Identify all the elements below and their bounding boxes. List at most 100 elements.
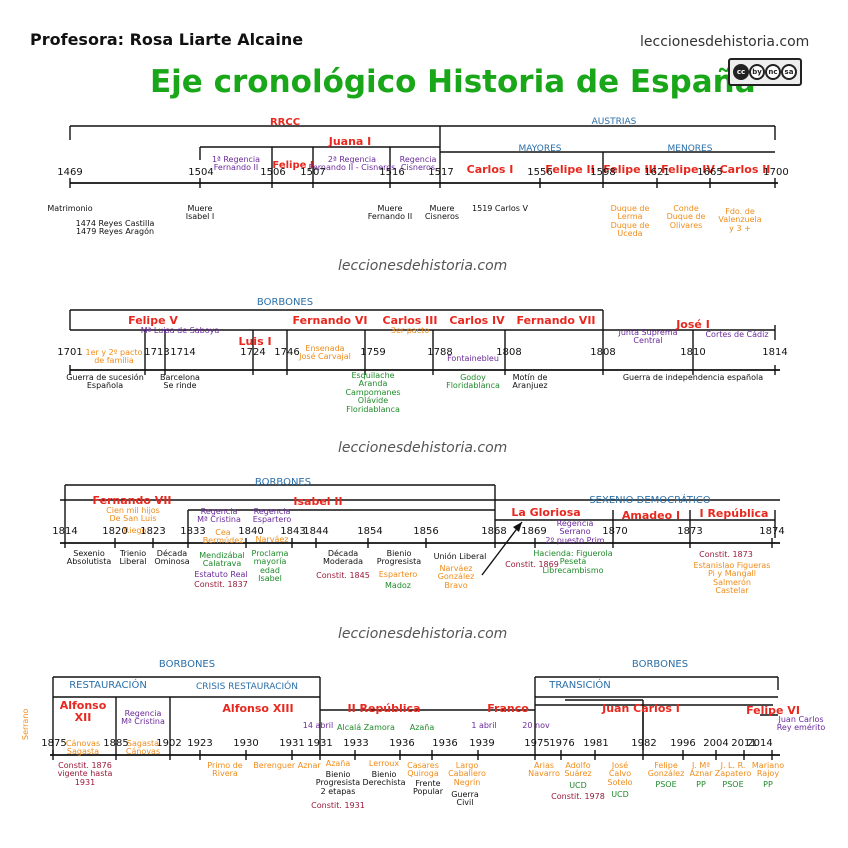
event-note: Estatuto Real: [194, 570, 248, 579]
minister-note: Berenguer Aznar: [253, 761, 321, 770]
site-name: leccionesdehistoria.com: [640, 34, 810, 50]
reign-label: Amadeo I: [621, 509, 681, 522]
reign-label: Juan Carlos I: [602, 702, 680, 715]
year-label: 1875: [41, 738, 67, 749]
minister-note: Azaña: [409, 723, 435, 732]
minister-note: Madoz: [385, 581, 411, 590]
year-label: 1814: [762, 347, 788, 358]
author-heading: Profesora: Rosa Liarte Alcaine: [30, 30, 304, 49]
date-note: 14 abril: [302, 721, 334, 730]
reign-label: Isabel II: [293, 495, 343, 508]
year-label: 1869: [521, 526, 547, 537]
reign-label: La Gloriosa: [511, 506, 581, 519]
constitution-note: Constit. 1978: [551, 792, 605, 801]
watermark: leccionesdehistoria.com: [338, 440, 508, 456]
year-label: 1930: [233, 738, 259, 749]
year-label: 1621: [644, 167, 670, 178]
year-label: 1931: [307, 738, 333, 749]
year-label: 1833: [180, 526, 206, 537]
year-label: 1701: [57, 347, 83, 358]
year-label: 1504: [188, 167, 214, 178]
reign-label: Felipe I: [272, 160, 314, 171]
year-label: 2004: [703, 738, 729, 749]
reign-label: Carlos III: [382, 314, 438, 327]
arrow-head: [513, 522, 522, 532]
reign-label: Felipe VI: [746, 704, 800, 717]
year-label: 2011: [731, 738, 757, 749]
cc-icon: cc: [733, 64, 749, 80]
year-label: 1840: [238, 526, 264, 537]
event-note: Guerra de independencia española: [622, 373, 764, 382]
year-label: 1844: [303, 526, 329, 537]
constitution-note: Constit. 1873: [699, 550, 753, 559]
year-label: 1810: [680, 347, 706, 358]
year-label: 1996: [670, 738, 696, 749]
bracket-label: AUSTRIAS: [591, 117, 637, 127]
minister-note: Lerroux: [368, 759, 400, 768]
year-label: 1746: [274, 347, 300, 358]
year-label: 1556: [527, 167, 553, 178]
party-note: UCD: [611, 790, 629, 799]
year-label: 1713: [144, 347, 170, 358]
reign-label: Felipe II: [545, 163, 595, 176]
minister-note: Alcalá Zamora: [337, 723, 395, 732]
bracket-label: RRCC: [269, 117, 301, 128]
year-label: 1870: [602, 526, 628, 537]
year-label: 1469: [57, 167, 83, 178]
minister-note: 3er pacto: [390, 326, 430, 335]
regent-note-vertical: Serrano: [21, 708, 30, 740]
minister-note: J. L. R.Zapatero: [714, 761, 752, 779]
bracket-label: BORBONES: [631, 659, 689, 670]
year-label: 1933: [343, 738, 369, 749]
event-note: Matrimonio: [47, 204, 93, 213]
reign-label: Carlos II: [719, 163, 771, 176]
cc-license-icon: cc by nc sa: [728, 58, 802, 86]
year-label: 1981: [583, 738, 609, 749]
bracket-label: MENORES: [667, 144, 713, 154]
reign-label: Franco: [487, 702, 529, 715]
year-label: 1902: [156, 738, 182, 749]
bracket-label: TRANSICIÓN: [549, 680, 611, 691]
year-label: 1820: [102, 526, 128, 537]
year-label: 1936: [432, 738, 458, 749]
reign-label: Felipe IV: [661, 163, 715, 176]
bracket-label: MAYORES: [518, 144, 562, 154]
year-label: 1759: [360, 347, 386, 358]
bracket-label: BORBONES: [254, 477, 312, 488]
year-label: 1788: [427, 347, 453, 358]
year-label: 1843: [280, 526, 306, 537]
year-label: 1517: [428, 167, 454, 178]
